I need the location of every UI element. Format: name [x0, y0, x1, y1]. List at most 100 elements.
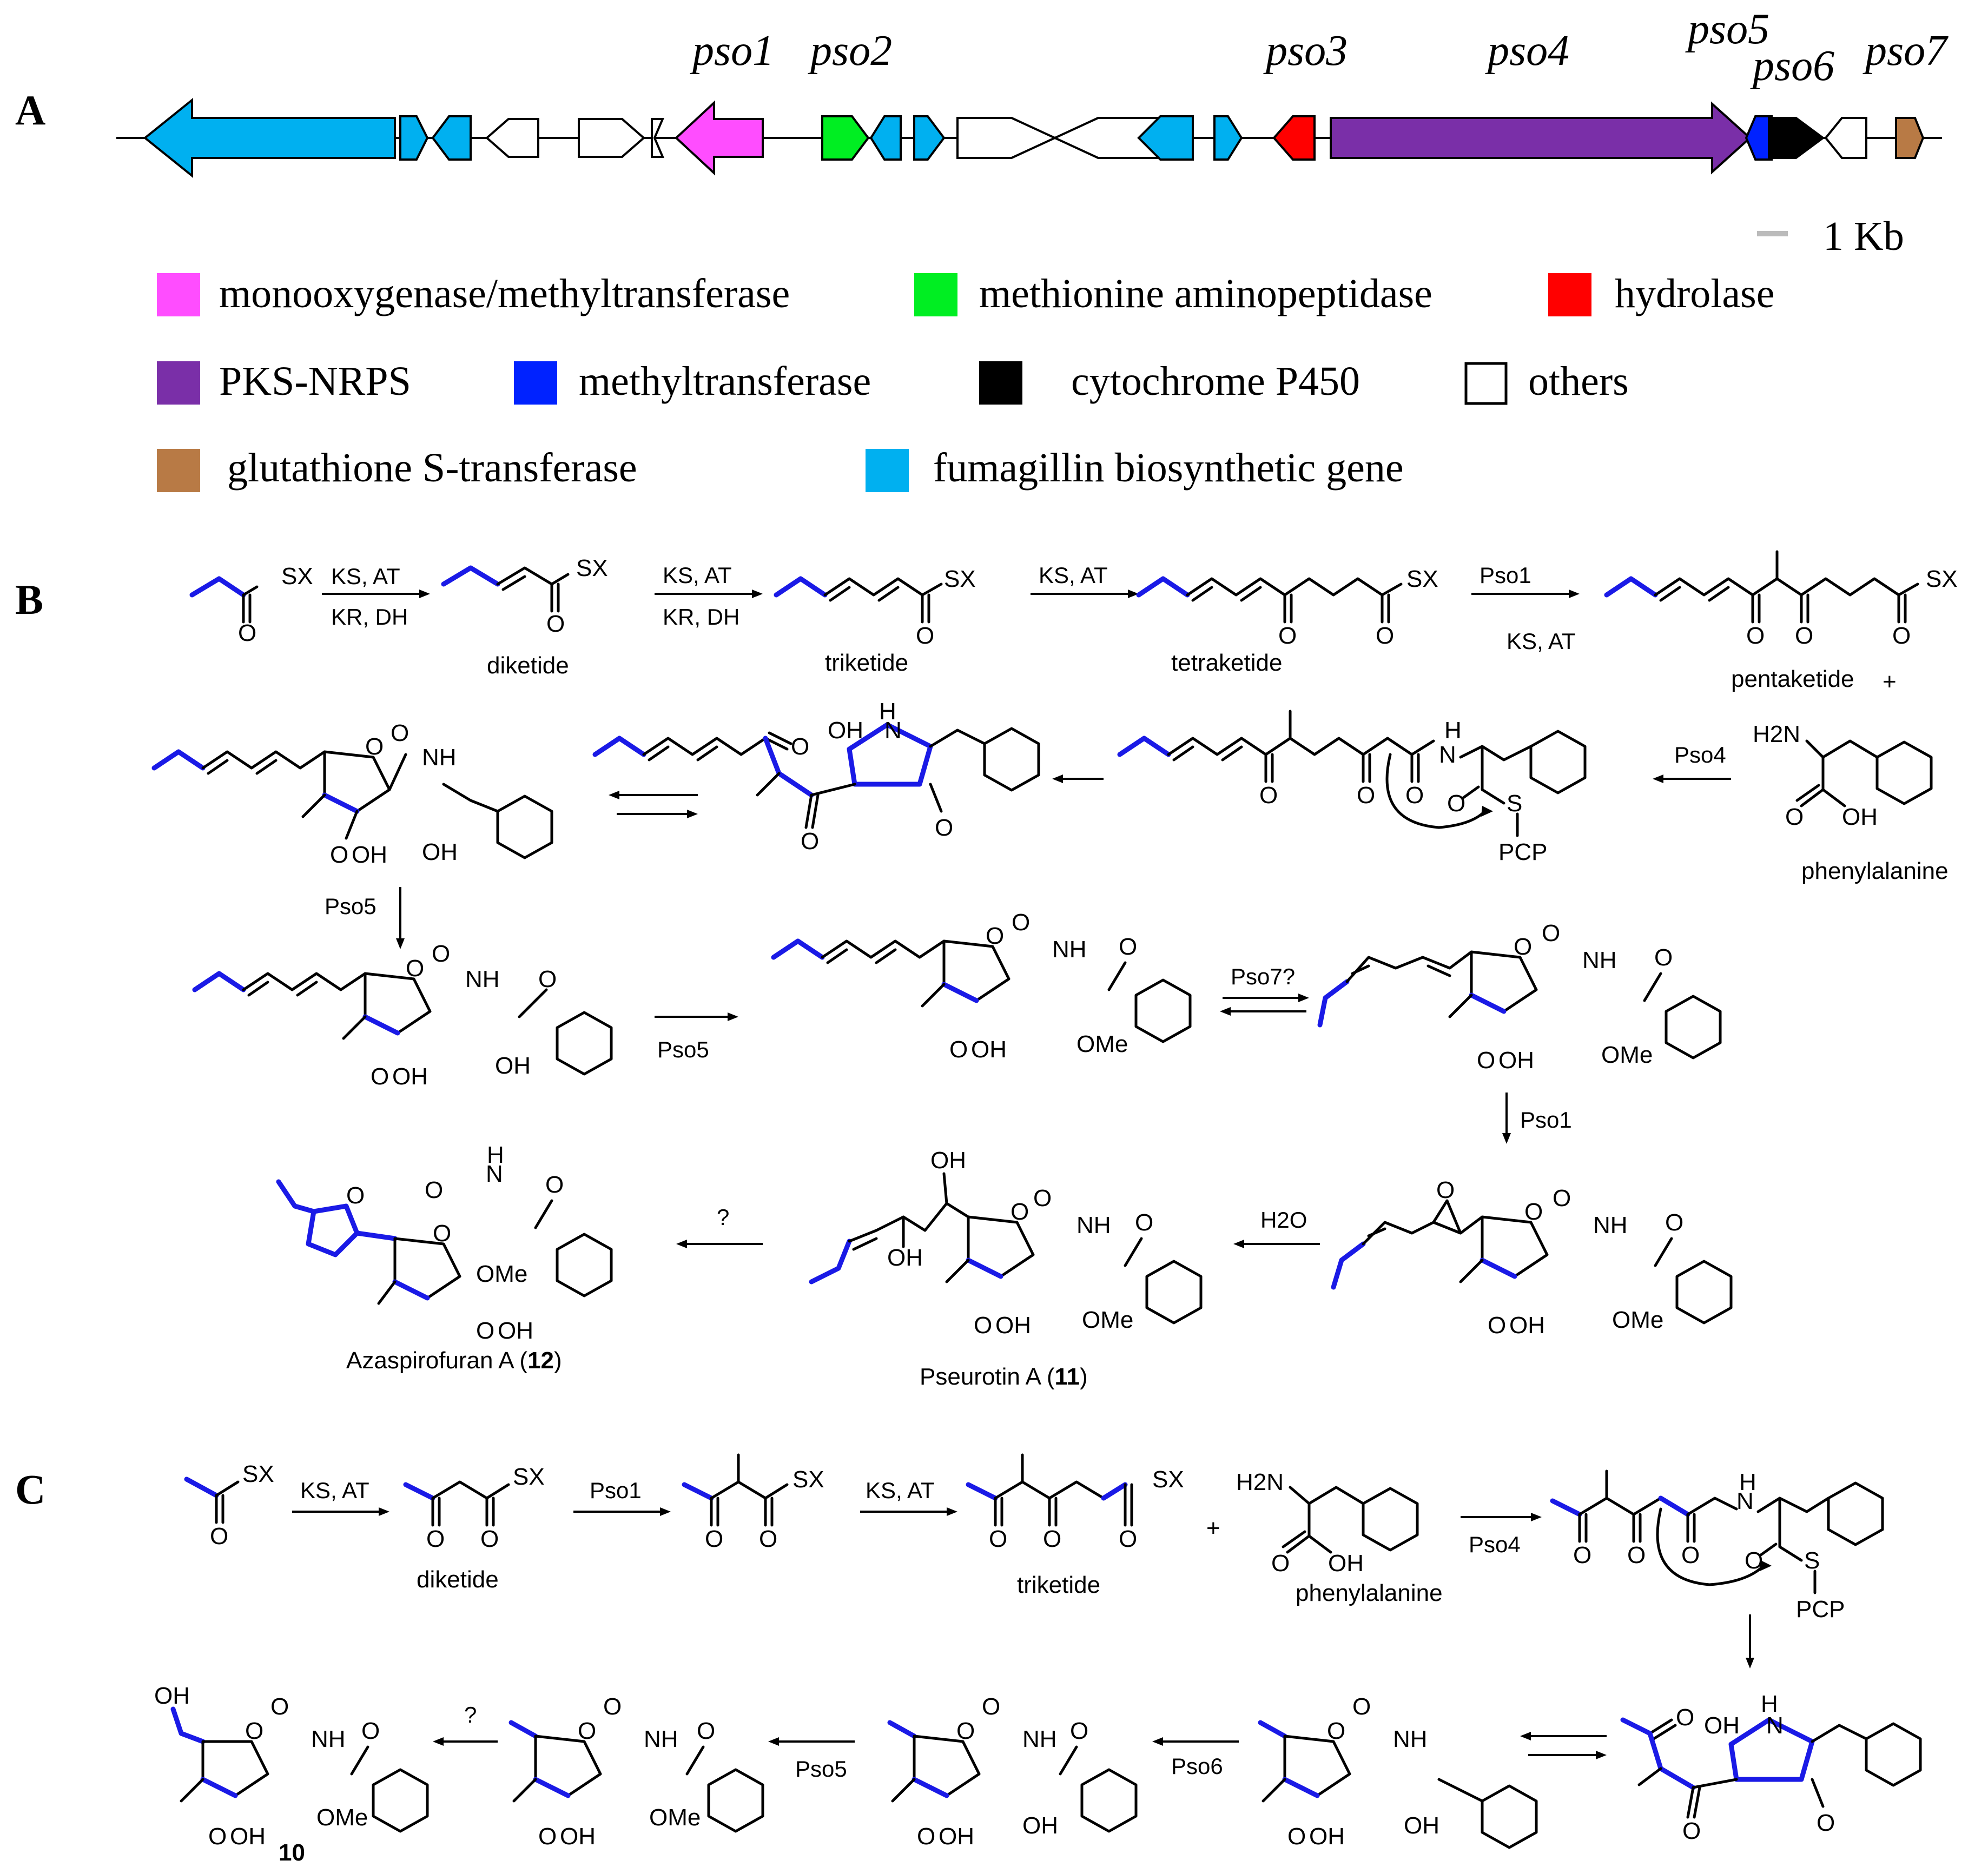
- svg-text:H2N: H2N: [1236, 1469, 1284, 1495]
- svg-text:O: O: [433, 1220, 451, 1247]
- gene-other-3: [651, 118, 665, 158]
- legend-swatch-6: [1464, 362, 1508, 405]
- svg-text:diketide: diketide: [417, 1566, 499, 1593]
- svg-text:O: O: [801, 828, 819, 855]
- svg-text:NH: NH: [1076, 1212, 1111, 1239]
- svg-text:OH: OH: [1842, 804, 1878, 830]
- svg-text:O: O: [238, 620, 256, 646]
- svg-text:NH: NH: [1022, 1726, 1057, 1752]
- svg-text:OH: OH: [1509, 1312, 1545, 1339]
- gene-other-6: [1824, 117, 1867, 159]
- panel-b-row2: H2N O OH phenylalanine Pso4 H N O S PCP …: [151, 698, 1949, 884]
- panel-b-row1: SX O KS, AT KR, DH SX O diketide KS, AT …: [189, 550, 1958, 695]
- svg-text:Pso7?: Pso7?: [1231, 964, 1295, 989]
- svg-text:O: O: [1676, 1704, 1694, 1731]
- svg-text:O: O: [916, 623, 934, 649]
- svg-text:O: O: [406, 955, 424, 982]
- svg-text:O: O: [1817, 1810, 1835, 1836]
- legend-swatch-7: [157, 449, 200, 492]
- gene-label-pso1: pso1: [690, 27, 774, 75]
- svg-text:O: O: [1573, 1542, 1591, 1568]
- svg-text:SX: SX: [1152, 1466, 1184, 1493]
- svg-text:O: O: [1259, 782, 1278, 809]
- svg-text:NH: NH: [311, 1726, 346, 1752]
- svg-text:N: N: [486, 1161, 503, 1187]
- svg-text:O: O: [365, 733, 384, 760]
- gene-pso5: [1745, 115, 1773, 161]
- svg-text:OH: OH: [828, 717, 863, 744]
- svg-text:SX: SX: [944, 566, 976, 592]
- svg-text:tetraketide: tetraketide: [1171, 650, 1282, 676]
- svg-text:NH: NH: [1393, 1726, 1428, 1752]
- svg-text:OH: OH: [1498, 1047, 1534, 1074]
- legend-label-5: cytochrome P450: [1071, 359, 1360, 404]
- panel-label-b: B: [15, 576, 43, 623]
- svg-text:KS, AT: KS, AT: [331, 564, 400, 589]
- legend: monooxygenase/methyltransferase methioni…: [157, 271, 1774, 492]
- legend-label-8: fumagillin biosynthetic gene: [933, 445, 1404, 491]
- svg-text:OMe: OMe: [649, 1804, 701, 1831]
- svg-text:O: O: [546, 611, 565, 637]
- legend-swatch-1: [914, 273, 957, 316]
- svg-text:O: O: [1119, 1526, 1137, 1552]
- svg-text:OH: OH: [230, 1823, 266, 1850]
- svg-text:OH: OH: [995, 1312, 1031, 1339]
- svg-text:?: ?: [464, 1702, 477, 1727]
- svg-text:OH: OH: [1704, 1712, 1740, 1739]
- svg-text:PCP: PCP: [1796, 1596, 1845, 1623]
- svg-text:O: O: [426, 1526, 445, 1552]
- svg-text:O: O: [425, 1177, 443, 1203]
- panel-label-a: A: [15, 87, 45, 134]
- svg-text:H: H: [487, 1142, 504, 1168]
- svg-text:O: O: [1278, 623, 1297, 649]
- svg-text:O: O: [1033, 1185, 1052, 1211]
- legend-swatch-3: [157, 361, 200, 405]
- gene-fumagillin-6: [1137, 115, 1194, 161]
- svg-text:KS, AT: KS, AT: [663, 562, 732, 588]
- svg-text:O: O: [1135, 1209, 1153, 1236]
- gene-label-pso7: pso7: [1862, 27, 1949, 75]
- legend-label-4: methyltransferase: [579, 359, 871, 404]
- svg-text:phenylalanine: phenylalanine: [1801, 858, 1949, 884]
- svg-text:O: O: [705, 1526, 723, 1552]
- svg-text:OH: OH: [930, 1147, 966, 1174]
- panel-c-row2: O O OH H N O O O NH O OH OH Pso6: [154, 1683, 1922, 1866]
- gene-pso4: [1330, 101, 1752, 175]
- gene-label-pso2: pso2: [808, 27, 892, 75]
- svg-text:N: N: [1736, 1488, 1754, 1514]
- panel-b-row4: Pso1 O O O NH O OH OMe O H2O OH OH O O N…: [276, 1093, 1733, 1390]
- svg-text:O: O: [245, 1718, 263, 1744]
- legend-swatch-5: [979, 361, 1022, 405]
- svg-text:O: O: [917, 1823, 935, 1850]
- svg-text:O: O: [1542, 920, 1560, 946]
- svg-text:O: O: [1010, 1199, 1029, 1225]
- svg-text:O: O: [1447, 790, 1465, 817]
- svg-text:OMe: OMe: [476, 1261, 527, 1287]
- svg-text:O: O: [1070, 1718, 1088, 1744]
- azaspirofuran-a-label: Azaspirofuran A (12): [346, 1347, 562, 1374]
- svg-text:O: O: [1488, 1312, 1506, 1339]
- svg-text:NH: NH: [1052, 936, 1087, 963]
- svg-text:KS, AT: KS, AT: [1039, 562, 1108, 588]
- svg-text:O: O: [989, 1526, 1007, 1552]
- gene-fumagillin-1: [143, 97, 396, 178]
- svg-text:OH: OH: [1022, 1812, 1058, 1839]
- svg-text:H: H: [1739, 1469, 1756, 1495]
- svg-text:O: O: [1681, 1542, 1700, 1568]
- legend-label-2: hydrolase: [1615, 271, 1774, 316]
- gene-pso3: [1272, 115, 1316, 161]
- svg-text:H2N: H2N: [1753, 721, 1800, 747]
- svg-text:S: S: [1804, 1547, 1820, 1574]
- svg-text:diketide: diketide: [487, 652, 569, 679]
- svg-text:OMe: OMe: [1082, 1307, 1133, 1333]
- svg-text:O: O: [578, 1718, 596, 1744]
- svg-text:KS, AT: KS, AT: [1507, 628, 1576, 654]
- svg-text:O: O: [1627, 1542, 1646, 1568]
- legend-label-6: others: [1528, 359, 1629, 404]
- svg-text:O: O: [974, 1312, 992, 1339]
- svg-text:O: O: [956, 1718, 975, 1744]
- svg-text:O: O: [1477, 1047, 1495, 1074]
- svg-text:SX: SX: [281, 563, 313, 590]
- svg-text:OH: OH: [560, 1823, 596, 1850]
- scale-label: 1 Kb: [1823, 214, 1904, 259]
